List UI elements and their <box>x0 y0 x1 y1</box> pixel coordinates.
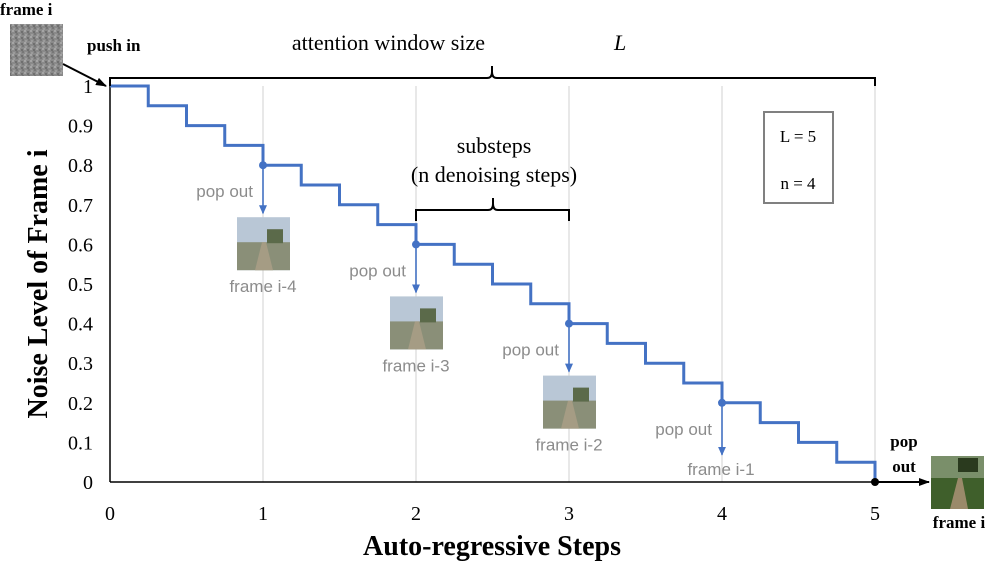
substeps-label: substeps <box>457 133 532 158</box>
y-tick-label: 0.1 <box>68 432 93 454</box>
y-axis-title: Noise Level of Frame i <box>23 149 54 418</box>
y-tick-label: 0.7 <box>68 195 93 217</box>
x-tick-label: 2 <box>411 503 421 525</box>
frame-out-label: frame i <box>933 513 986 532</box>
pop-out-label: pop out <box>502 341 559 360</box>
pop-out-group: pop out frame i-4 pop out frame i-3 pop out f… <box>196 161 755 479</box>
push-in-label: push in <box>87 36 141 55</box>
param-box <box>763 111 834 204</box>
y-tick-label: 0.9 <box>68 116 93 138</box>
pop-out-2: pop out frame i-3 <box>349 240 450 375</box>
y-tick-label: 0.6 <box>68 234 93 256</box>
substeps-bracket <box>415 198 570 221</box>
attention-window-label: attention window size <box>292 30 485 55</box>
x-tick-label: 4 <box>717 503 727 525</box>
frame-thumbnail <box>237 217 290 271</box>
push-in-arrow <box>62 63 107 87</box>
y-tick-label: 0.3 <box>68 353 93 375</box>
frame-label: frame i-3 <box>382 356 449 375</box>
param-L: L = 5 <box>780 127 816 146</box>
noise-frame-thumbnail <box>10 24 63 76</box>
param-n: n = 4 <box>780 174 816 193</box>
y-tick-label: 0.2 <box>68 393 93 415</box>
x-tick-labels: 0 1 2 3 4 5 <box>105 503 880 525</box>
pop-out-1: pop out frame i-4 <box>196 161 297 296</box>
axes <box>109 86 875 483</box>
pop-out-end-label-line2: out <box>892 457 916 476</box>
y-tick-label: 1 <box>83 76 93 98</box>
y-tick-label: 0.4 <box>68 314 93 336</box>
pop-out-label: pop out <box>349 261 406 280</box>
y-tick-label: 0.5 <box>68 274 93 296</box>
attention-window-symbol: L <box>613 30 626 55</box>
substeps-sublabel: (n denoising steps) <box>411 162 577 187</box>
pop-out-end-label-line1: pop <box>890 432 917 451</box>
y-tick-label: 0 <box>83 472 93 494</box>
frame-out-thumbnail <box>931 456 984 509</box>
frame-thumbnail <box>543 375 596 429</box>
pop-out-label: pop out <box>196 182 253 201</box>
y-tick-labels: 0 0.1 0.2 0.3 0.4 0.5 0.6 0.7 0.8 0.9 1 <box>68 76 93 494</box>
x-axis-title: Auto-regressive Steps <box>363 531 621 562</box>
x-tick-label: 1 <box>258 503 268 525</box>
frame-label: frame i-4 <box>229 277 296 296</box>
frame-label: frame i-2 <box>535 436 602 455</box>
pop-out-4: pop out frame i-1 <box>655 398 755 479</box>
frame-label: frame i-1 <box>687 460 754 479</box>
attention-window-bracket <box>109 66 876 86</box>
pop-out-3: pop out frame i-2 <box>502 319 603 455</box>
x-tick-label: 0 <box>105 503 115 525</box>
y-tick-label: 0.8 <box>68 155 93 177</box>
x-tick-label: 3 <box>564 503 574 525</box>
pop-out-label: pop out <box>655 420 712 439</box>
noise-step-line <box>110 84 877 482</box>
frame-in-label: frame i <box>0 0 53 19</box>
frame-thumbnail <box>390 296 443 350</box>
x-tick-label: 5 <box>870 503 880 525</box>
